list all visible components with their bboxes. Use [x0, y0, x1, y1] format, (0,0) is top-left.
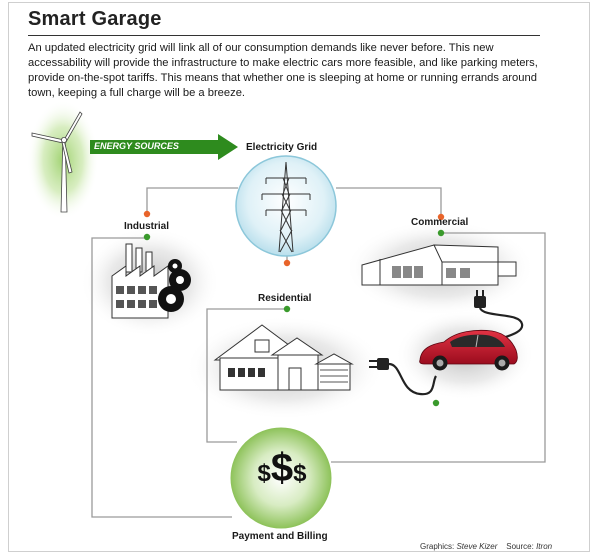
plug-icon: [369, 358, 389, 370]
residential-label: Residential: [258, 293, 312, 304]
graphic-frame: [8, 2, 590, 552]
page-title: Smart Garage: [28, 8, 162, 30]
energy-sources-arrow: [90, 134, 238, 160]
power-tower-icon: [261, 161, 311, 253]
industrial-in-node: [143, 210, 151, 218]
industrial-label: Industrial: [124, 221, 170, 232]
intro-paragraph: An updated electricity grid will link al…: [28, 42, 538, 99]
residential-out-node: [283, 305, 291, 313]
payment-circle: [230, 427, 332, 529]
house-cord: [388, 362, 437, 396]
source-credit-label: Source:: [506, 542, 534, 551]
connector-lines: [91, 187, 546, 518]
source-credit-name: Itron: [536, 542, 553, 551]
commercial-out-node: [437, 229, 445, 237]
industrial-out-node: [143, 233, 151, 241]
commercial-in-node: [437, 213, 445, 221]
commercial-cord: [478, 307, 524, 340]
grid-circle: [235, 155, 337, 257]
factory-icon: [111, 243, 169, 319]
energy-sources-label: ENERGY SOURCES: [94, 141, 179, 151]
electricity-grid-label: Electricity Grid: [246, 142, 318, 153]
plug-icon: [474, 290, 486, 308]
credits: Graphics: Steve Kizer Source: Itron: [420, 542, 552, 551]
car-node: [432, 399, 440, 407]
electric-car-icon: [419, 329, 518, 371]
store-icon: [361, 244, 517, 286]
payment-billing-label: Payment and Billing: [232, 531, 328, 542]
commercial-label: Commercial: [411, 217, 469, 228]
graphics-credit-label: Graphics:: [420, 542, 455, 551]
wind-turbine-icon: [31, 111, 83, 213]
dollar-sign-icon: $$$: [257, 446, 307, 490]
graphics-credit-name: Steve Kizer: [456, 542, 498, 551]
residential-in-node: [283, 259, 291, 267]
gear-icon: [158, 259, 191, 312]
title-rule: [28, 35, 540, 36]
house-icon: [213, 324, 354, 391]
